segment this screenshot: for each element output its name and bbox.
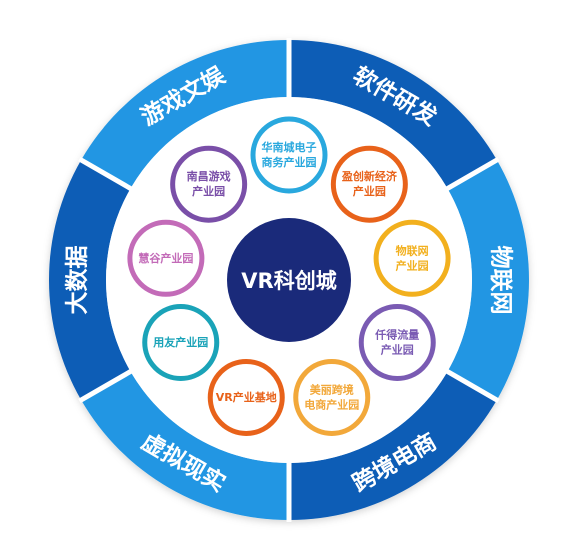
segment-label: 物联网	[488, 246, 515, 315]
park-label: VR产业基地	[216, 390, 277, 404]
park-bubble-ring	[293, 358, 371, 436]
ring-segment-6	[81, 40, 289, 189]
ring-segment-3	[289, 371, 497, 520]
park-bubble-ring	[373, 219, 451, 297]
park-bubble-ring	[358, 304, 436, 381]
center-hub	[227, 218, 351, 342]
park-bubble-ring	[127, 219, 205, 297]
park-label: 仟得流量	[374, 328, 419, 342]
park-label: 美丽跨境	[310, 382, 354, 396]
park-bubbles: 华南城电子商务产业园盈创新经济产业园物联网产业园仟得流量产业园美丽跨境电商产业园…	[127, 116, 451, 436]
ring-dividers	[78, 38, 500, 522]
park-bubble-ring	[250, 116, 328, 194]
ring-segment-5	[48, 160, 131, 400]
park-label: 电商产业园	[304, 397, 359, 411]
park-label: 产业园	[381, 343, 414, 357]
ring-segment-2	[447, 160, 529, 400]
ring-segment-4	[81, 371, 289, 520]
park-bubble: 慧谷产业园	[127, 219, 205, 297]
park-bubble: VR产业基地	[207, 358, 285, 436]
park-label: 华南城电子	[262, 140, 317, 154]
segment-label: 大数据	[65, 246, 91, 315]
park-bubble: 用友产业园	[142, 304, 220, 381]
park-bubble-ring	[142, 304, 220, 381]
park-bubble-ring	[330, 145, 408, 223]
center-label: VR科创城	[241, 269, 336, 293]
ring-divider	[444, 156, 500, 192]
park-label: 产业园	[192, 184, 225, 198]
park-label: 慧谷产业园	[138, 251, 193, 265]
park-label: 南昌游戏	[187, 169, 231, 183]
park-label: 商务产业园	[262, 155, 317, 169]
park-label: 产业园	[353, 184, 386, 198]
park-label: 盈创新经济	[341, 169, 398, 183]
ring-divider	[78, 156, 134, 192]
park-label: 用友产业园	[153, 335, 208, 349]
ring-segment-1	[289, 40, 497, 189]
ring-divider	[444, 368, 500, 404]
park-label: 产业园	[396, 258, 429, 272]
park-bubble-ring	[170, 145, 248, 223]
ring-divider	[78, 368, 134, 404]
outer-ring	[48, 40, 529, 520]
park-bubble-ring	[207, 358, 285, 436]
park-label: 物联网	[396, 243, 429, 257]
